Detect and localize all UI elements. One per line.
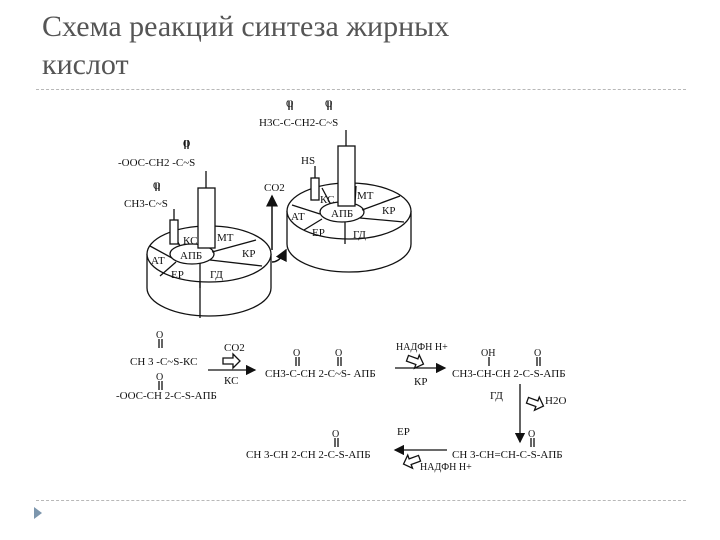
nadph-bottom: НАДФН Н+	[420, 462, 472, 473]
product1-acetoacetyl: СН3-С-СН 2-С~S- АПБ	[265, 368, 376, 380]
hs-label-right: HS	[301, 155, 315, 167]
seg-mt-left: МТ	[217, 232, 234, 244]
acyl-o1-right: O	[286, 99, 293, 110]
acetyl-label-left: СН3-С~S	[124, 198, 168, 210]
seg-er-right: ЕР	[312, 227, 325, 239]
seg-at-right: АТ	[291, 211, 305, 223]
product2-o: O	[534, 348, 541, 359]
product3-enoyl: СН 3-СН=СН-С-S-АПБ	[452, 449, 563, 461]
product2-hydroxyacyl: СН3-СН-СН 2-С-S-АПБ	[452, 368, 566, 380]
product1-o2: O	[335, 348, 342, 359]
top-divider	[36, 89, 686, 90]
step1-enzyme-ks: КС	[224, 375, 238, 387]
product4-o: O	[332, 429, 339, 440]
product4-butyryl: СН 3-СН 2-СН 2-С-S-АПБ	[246, 449, 371, 461]
reaction-arrows	[158, 339, 545, 470]
malonyl-label-left: -ООС-СН2 -С~S	[118, 157, 195, 169]
step3-enzyme-gd: ГД	[490, 390, 503, 402]
acyl-label-right: Н3С-С-СН2-С~S	[259, 117, 338, 129]
step1-co2: CO2	[224, 342, 245, 354]
slide-title: Схема реакций синтеза жирных кислот	[42, 8, 682, 84]
transfer-arrows	[266, 194, 287, 263]
bottom-divider	[36, 500, 686, 501]
malonyl-apb: -ООС-СН 2-С-S-АПБ	[116, 390, 217, 402]
seg-ks-right: КС	[320, 194, 334, 206]
nadph-top: НАДФН Н+	[396, 342, 448, 353]
seg-kr-left: КР	[242, 248, 255, 260]
title-line-2: кислот	[42, 48, 129, 81]
co2-label-top: CO2	[264, 182, 285, 194]
product3-o: O	[528, 429, 535, 440]
bullet-triangle-icon	[34, 507, 42, 519]
acyl-o2-right: O	[325, 99, 332, 110]
acetyl-ks: СН 3 -С~S-КС	[130, 356, 197, 368]
seg-kr-right: КР	[382, 205, 395, 217]
enzyme-complex-right	[286, 101, 412, 273]
product1-o1: O	[293, 348, 300, 359]
enzyme-complex-left	[146, 140, 272, 318]
acetyl-o-left: O	[153, 181, 160, 192]
acetyl-o: O	[156, 330, 163, 341]
title-line-1: Схема реакций синтеза жирных	[42, 10, 450, 43]
product2-oh: ОН	[481, 348, 495, 359]
seg-gd-left: ГД	[210, 269, 223, 281]
step2-enzyme-kr: КР	[414, 376, 427, 388]
seg-at-left: АТ	[151, 255, 165, 267]
center-apb-left: АПБ	[180, 250, 202, 262]
water-label: Н2О	[545, 395, 566, 407]
seg-er-left: ЕР	[171, 269, 184, 281]
seg-gd-right: ГД	[353, 229, 366, 241]
malonyl-o: O	[156, 372, 163, 383]
step4-enzyme-er: ЕР	[397, 426, 410, 438]
malonyl-o-left: O	[183, 139, 190, 150]
center-apb-right: АПБ	[331, 208, 353, 220]
seg-mt-right: МТ	[357, 190, 374, 202]
seg-ks-left: КС	[183, 235, 197, 247]
